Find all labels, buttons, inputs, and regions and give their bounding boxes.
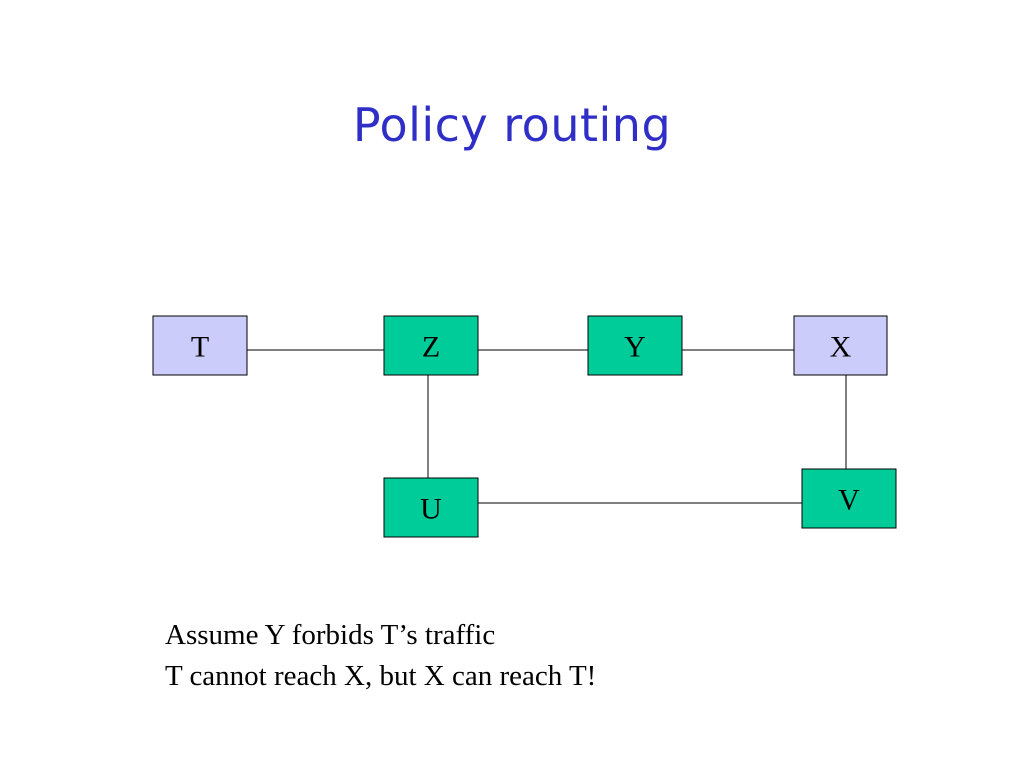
node-label-v: V bbox=[838, 484, 860, 517]
node-u: U bbox=[383, 477, 479, 538]
node-box-y bbox=[587, 315, 683, 376]
node-z: Z bbox=[383, 315, 479, 376]
node-x: X bbox=[793, 315, 888, 376]
node-label-y: Y bbox=[624, 331, 646, 364]
caption-line-2: T cannot reach X, but X can reach T! bbox=[165, 660, 597, 692]
slide-title: Policy routing bbox=[352, 98, 672, 152]
node-box-u bbox=[383, 477, 479, 538]
node-label-t: T bbox=[191, 331, 209, 364]
node-box-x bbox=[793, 315, 888, 376]
node-label-z: Z bbox=[422, 331, 440, 364]
nodes-layer: T Z Y X U V bbox=[152, 315, 897, 538]
node-box-v bbox=[801, 468, 897, 529]
node-box-t bbox=[152, 315, 248, 376]
caption-line-1: Assume Y forbids T’s traffic bbox=[165, 619, 496, 651]
node-y: Y bbox=[587, 315, 683, 376]
edges-layer bbox=[247, 349, 847, 504]
node-box-z bbox=[383, 315, 479, 376]
node-label-x: X bbox=[830, 331, 852, 364]
node-v: V bbox=[801, 468, 897, 529]
caption: Assume Y forbids T’s traffic T cannot re… bbox=[165, 615, 596, 697]
node-label-u: U bbox=[420, 493, 442, 526]
node-t: T bbox=[152, 315, 248, 376]
